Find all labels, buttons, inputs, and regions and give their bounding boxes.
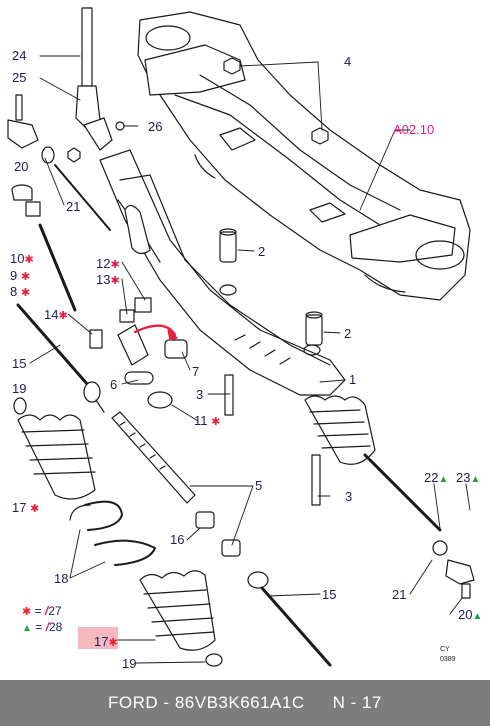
callout-12: 12✱ (96, 256, 120, 271)
callout-6: 6 (110, 377, 118, 392)
rack-bar (111, 411, 196, 504)
callout-16: 16 (170, 532, 185, 547)
callout-23: 23▲ (456, 470, 481, 485)
footer-page-label: N - 17 (332, 693, 382, 712)
triangle-marker-icon: ▲ (438, 474, 449, 485)
triangle-marker-icon: ▲ (470, 474, 481, 485)
callout-8: 8 ✱ (10, 284, 31, 299)
steering-shaft (67, 7, 125, 163)
callout-19-lower: 19 (122, 656, 137, 671)
callout-24: 24 (12, 48, 27, 63)
triangle-marker-icon: ▲ (22, 623, 32, 634)
leader-lines (29, 55, 471, 664)
callout-15-upper: 15 (12, 356, 27, 371)
reference-code: A02.10 (393, 122, 435, 137)
callout-3-upper: 3 (196, 387, 204, 402)
star-marker-icon: ✱ (20, 287, 31, 299)
highlight-marker (78, 627, 118, 649)
star-marker-icon: ✱ (30, 503, 40, 515)
callout-14: 14✱ (44, 307, 68, 322)
legend-star: ✱ = /27 (22, 604, 62, 619)
callout-18: 18 (54, 571, 69, 586)
crossmember-bolts (223, 57, 329, 145)
callout-11: 11 ✱ (194, 413, 221, 428)
bellows-right (139, 570, 223, 667)
callout-1: 1 (349, 372, 357, 387)
stamp-code-2: 0389 (440, 656, 456, 663)
tie-rod-right (363, 453, 475, 599)
footer-part-label: FORD - 86VB3K661A1C (108, 693, 305, 712)
callout-10: 10✱ (10, 251, 34, 266)
footer-bar: FORD - 86VB3K661A1C N - 17 (0, 680, 490, 726)
rack-bellows (124, 204, 376, 465)
callout-7: 7 (192, 364, 200, 379)
star-marker-icon: ✱ (110, 259, 120, 271)
star-marker-icon: ✱ (58, 310, 68, 322)
mounting-parts (219, 228, 323, 506)
star-marker-icon: ✱ (110, 275, 120, 287)
callout-4: 4 (344, 54, 352, 69)
callout-3-lower: 3 (345, 489, 353, 504)
callout-5: 5 (255, 478, 263, 493)
callout-26: 26 (148, 119, 163, 134)
slash-icon: / (44, 604, 49, 618)
left-inner-parts (11, 146, 111, 312)
callout-21-lower: 21 (392, 587, 407, 602)
star-marker-icon: ✱ (108, 637, 118, 649)
crossmember (137, 11, 471, 301)
callout-22: 22▲ (424, 470, 449, 485)
callout-25: 25 (12, 70, 27, 85)
callout-2-lower: 2 (344, 326, 352, 341)
slash-icon: / (45, 620, 49, 634)
triangle-marker-icon: ▲ (472, 611, 483, 622)
star-marker-icon: ✱ (22, 606, 32, 618)
steering-rack-exploded-diagram (7, 7, 475, 667)
pinion-parts (89, 297, 188, 409)
inner-tie-rod-right (195, 511, 332, 667)
callout-19-upper: 19 (12, 381, 27, 396)
tie-rod-left (7, 94, 39, 149)
callout-2-upper: 2 (258, 244, 266, 259)
callout-20-lower: 20▲ (458, 607, 483, 622)
callout-17-upper: 17 ✱ (12, 500, 40, 515)
clamps (69, 500, 156, 566)
callout-9: 9 ✱ (10, 268, 31, 283)
callout-20-upper: 20 (14, 159, 29, 174)
inner-tie-rod-left (16, 303, 105, 413)
stamp-code-1: CY (440, 646, 450, 653)
star-marker-icon: ✱ (24, 254, 34, 266)
legend-triangle: ▲ = /28 (22, 620, 63, 635)
callout-13: 13✱ (96, 272, 120, 287)
star-marker-icon: ✱ (211, 416, 221, 428)
callout-21-upper: 21 (66, 199, 81, 214)
callout-15-lower: 15 (322, 587, 337, 602)
bellows-left (13, 397, 96, 500)
star-marker-icon: ✱ (20, 271, 31, 283)
callout-17-lower: 17✱ (94, 634, 118, 649)
